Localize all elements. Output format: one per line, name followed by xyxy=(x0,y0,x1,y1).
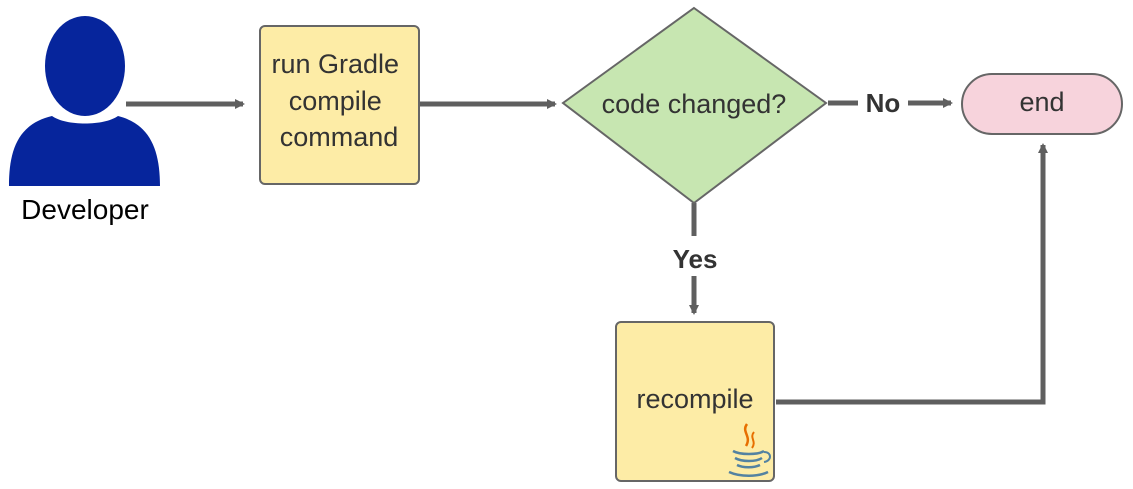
recompile-node: recompile xyxy=(615,321,775,482)
run-command-text: run Gradle compile command xyxy=(271,49,406,152)
run-command-line-2: compile xyxy=(289,86,382,116)
end-node: end xyxy=(961,73,1123,135)
java-cup-icon xyxy=(728,423,771,477)
run-command-node: run Gradle compile command xyxy=(259,25,420,185)
edge-label-no: No xyxy=(866,88,901,118)
run-command-line-3: command xyxy=(280,122,399,152)
no-label-backdrop xyxy=(858,85,908,119)
decision-node: code changed? xyxy=(561,6,828,205)
recompile-label: recompile xyxy=(636,384,753,414)
decision-label: code changed? xyxy=(602,89,787,119)
edge-label-yes: Yes xyxy=(673,244,718,274)
developer-actor: Developer xyxy=(9,16,160,225)
end-label: end xyxy=(1019,87,1064,117)
yes-label-backdrop xyxy=(664,236,724,276)
person-icon xyxy=(9,16,160,186)
run-command-line-1: run Gradle xyxy=(271,49,399,79)
developer-label: Developer xyxy=(21,194,149,225)
edge-recompile-to-end xyxy=(776,143,1048,405)
